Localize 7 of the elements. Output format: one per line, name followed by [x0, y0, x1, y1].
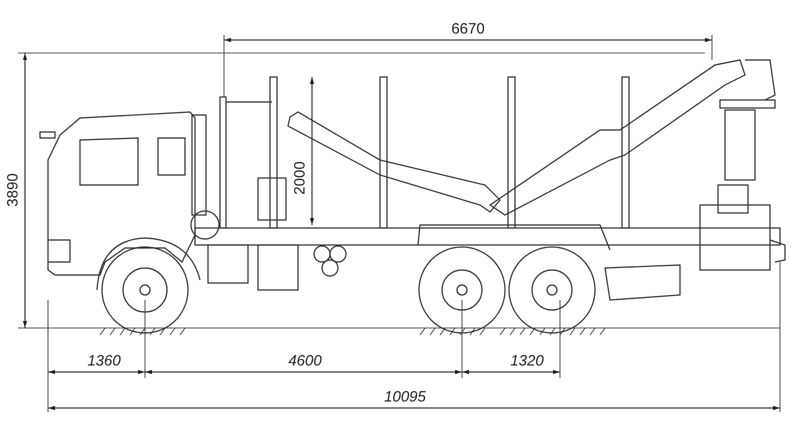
- dimension-label: 6670: [450, 22, 486, 36]
- dimension-label: 3890: [6, 172, 20, 208]
- dimension-label: 2000: [292, 160, 308, 196]
- dimension-label: 10095: [383, 390, 427, 404]
- dimension-label: 1360: [86, 354, 122, 368]
- dimension-label: 1320: [509, 354, 545, 368]
- dimension-label: 4600: [287, 354, 323, 368]
